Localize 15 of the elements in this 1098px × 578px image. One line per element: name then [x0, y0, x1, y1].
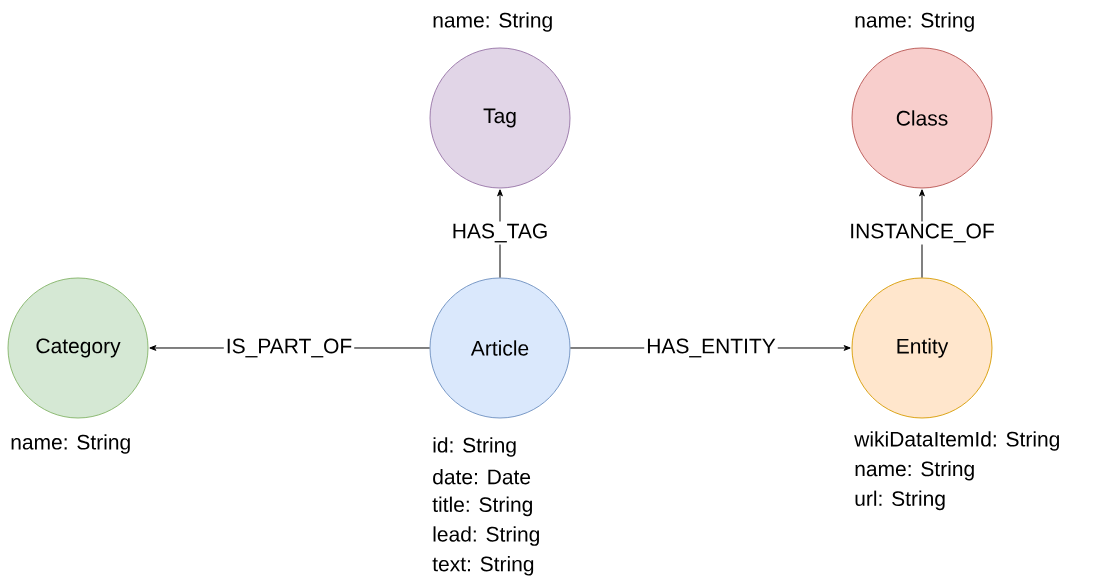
edge-label: HAS_ENTITY [644, 336, 778, 360]
property-text: title: String [432, 496, 532, 517]
property-text: url: String [855, 490, 945, 511]
property-text: name: String [855, 460, 974, 481]
property-text: lead: String [433, 526, 539, 546]
property-text: text: String [432, 556, 534, 576]
property-text: name: String [855, 12, 974, 32]
property-text: date: Date [433, 469, 531, 485]
edge-label: INSTANCE_OF [847, 221, 997, 245]
property-text: name: String [433, 12, 552, 32]
property-text: name: String [11, 434, 130, 454]
edge-label: IS_PART_OF [223, 336, 355, 360]
property-text: wikiDataItemId: String [854, 431, 1059, 451]
edge-label: HAS_TAG [449, 221, 551, 245]
property-text: id: String [433, 437, 516, 457]
